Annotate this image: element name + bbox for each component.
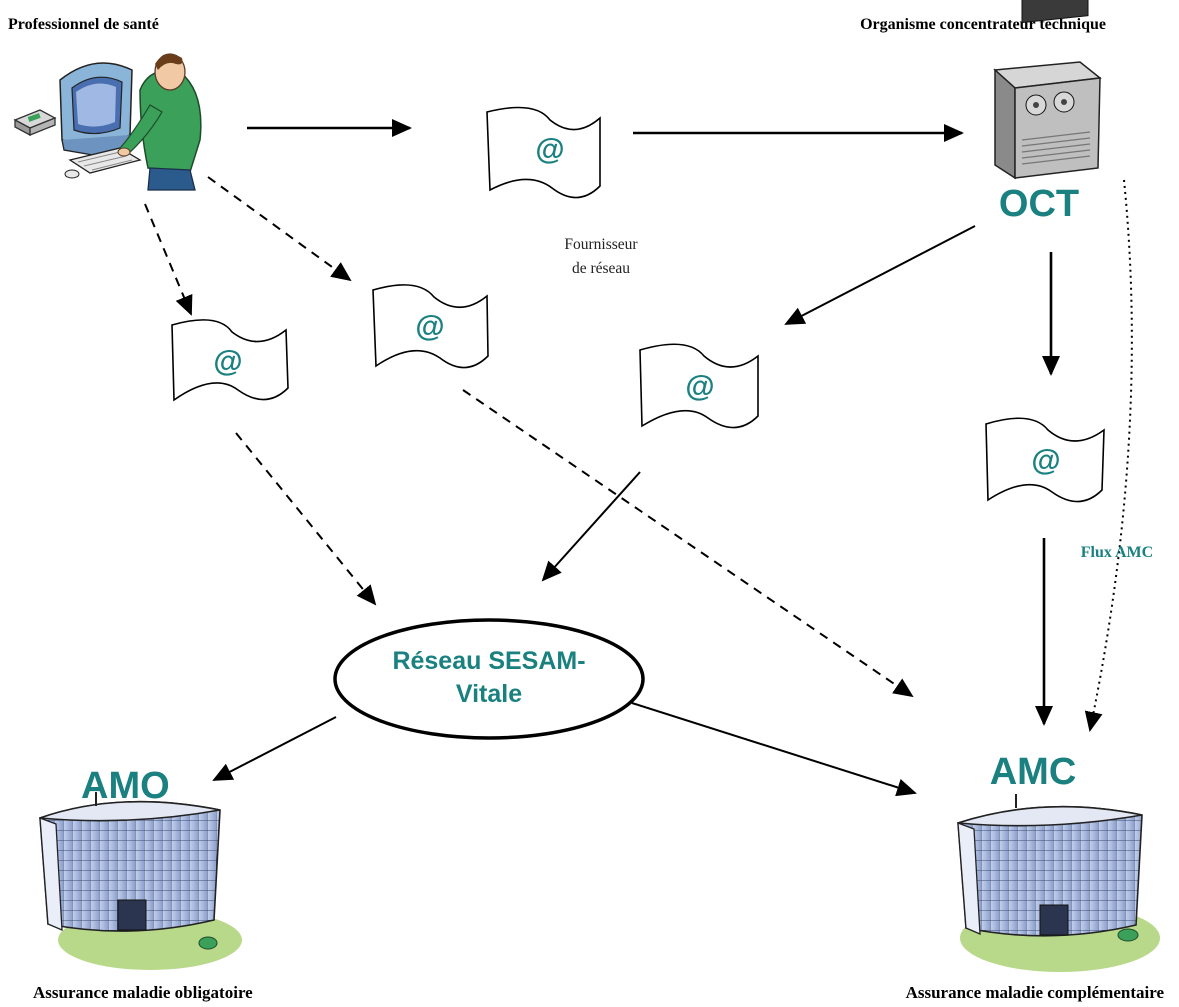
network-label-line2: Vitale: [456, 680, 522, 708]
svg-text:@: @: [685, 370, 714, 403]
sesam-vitale-network-node: [333, 618, 645, 740]
mandatory-insurance-label: Assurance maladie obligatoire: [33, 983, 253, 1002]
network-label-line1: Réseau SESAM-: [392, 647, 585, 675]
oct-organism-label: Organisme concentrateur technique: [860, 16, 1106, 33]
arrow-document-to-network: [541, 471, 641, 582]
network-provider-label-line1: Fournisseur: [564, 236, 638, 253]
health-professional-label: Professionnel de santé: [8, 16, 159, 33]
network-provider-label-line2: de réseau: [572, 260, 630, 277]
svg-text:@: @: [213, 345, 242, 378]
dashed-arrow-doc-to-network: [235, 432, 377, 606]
svg-text:@: @: [415, 310, 444, 343]
svg-text:@: @: [535, 133, 564, 166]
dashed-arrow-doc-to-amc: [462, 389, 914, 698]
complementary-insurance-label: Assurance maladie complémentaire: [906, 983, 1165, 1002]
amo-label: AMO: [81, 765, 170, 807]
document-center-right: @: [639, 343, 759, 429]
document-top-center: @: [486, 106, 601, 199]
amo-building-icon: [39, 792, 242, 970]
document-right: @: [985, 417, 1105, 503]
amc-building-icon: [957, 794, 1160, 972]
dotted-flux-amc-arrow: [1084, 179, 1133, 732]
arrow-oct-to-document: [784, 225, 976, 325]
document-center-left: @: [372, 284, 489, 369]
health-professional-icon: [13, 53, 202, 191]
document-left: @: [171, 319, 289, 402]
amc-label: AMC: [990, 751, 1077, 793]
svg-text:@: @: [1031, 444, 1060, 477]
arrow-network-to-amc: [631, 702, 917, 797]
dashed-arrow-ps-to-doc-left: [144, 203, 193, 316]
flux-amc-label: Flux AMC: [1081, 544, 1153, 561]
arrow-network-to-amo: [212, 716, 337, 781]
dashed-arrow-ps-to-doc-center: [207, 176, 352, 282]
oct-label: OCT: [999, 183, 1079, 225]
oct-server-icon: [993, 0, 1102, 180]
